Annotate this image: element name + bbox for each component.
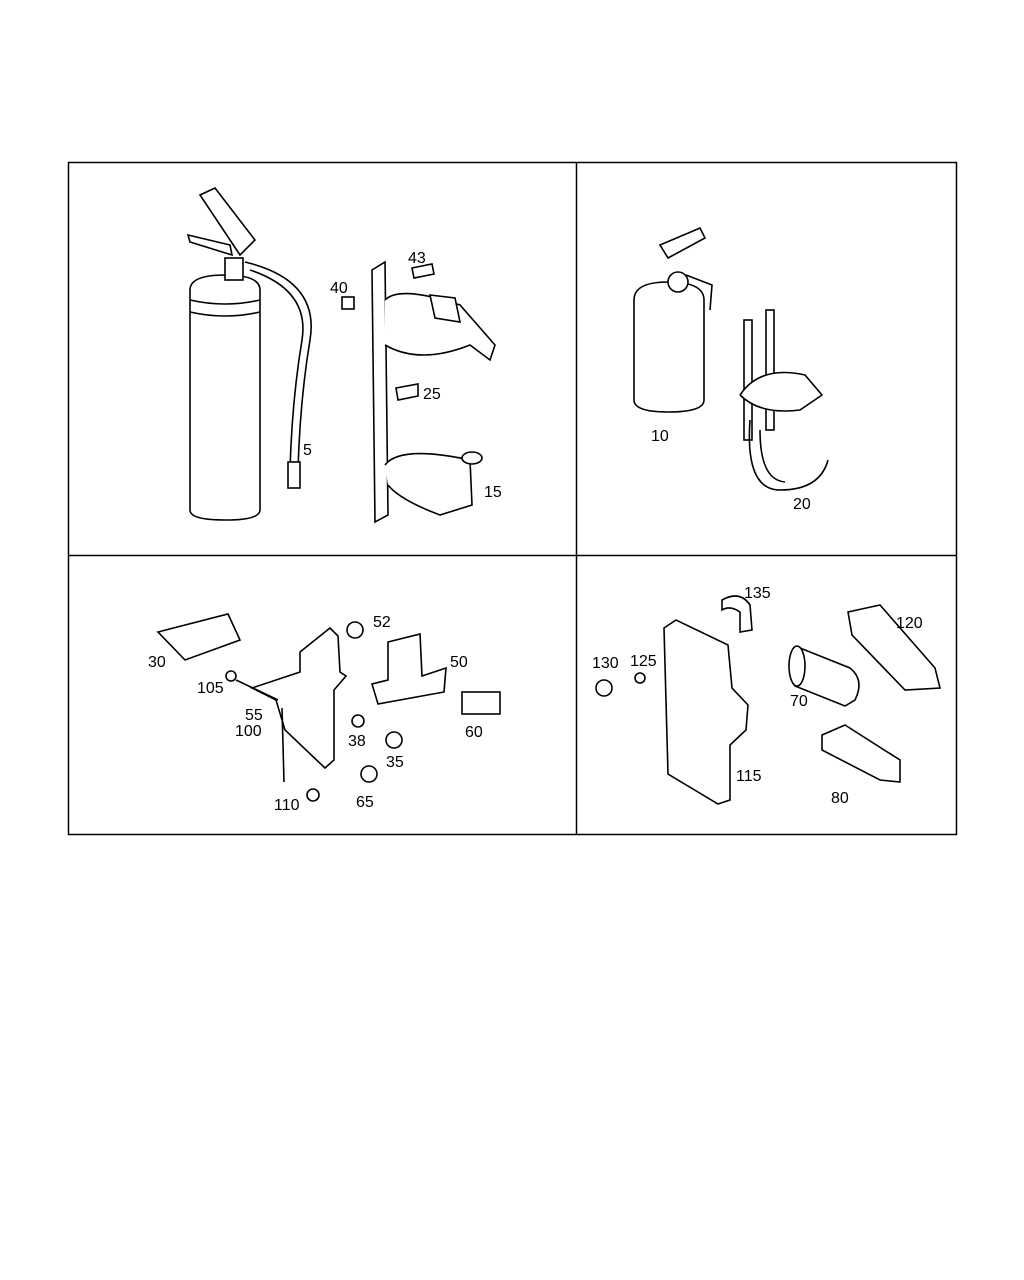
label-135: 135: [744, 585, 771, 602]
label-20: 20: [793, 496, 811, 513]
label-60: 60: [465, 724, 483, 741]
label-43: 43: [408, 250, 426, 267]
washer-125: [634, 672, 646, 684]
label-30: 30: [148, 654, 166, 671]
label-10: 10: [651, 428, 669, 445]
screw-130: [595, 679, 613, 697]
screw-110: [306, 788, 320, 802]
bracket-15: [371, 260, 496, 524]
label-40: 40: [330, 280, 348, 297]
cover-120: [847, 604, 942, 691]
panel-extinguisher-small: [633, 226, 829, 491]
label-15: 15: [484, 484, 502, 501]
screw-40: [341, 296, 355, 310]
label-52: 52: [373, 614, 391, 631]
panel-extinguisher-large: [186, 187, 496, 524]
callout-labels: 43 40 25 5 15 10 20 52 30 50 105 55 100 …: [148, 250, 923, 814]
panel-extinguisher-holder: [595, 595, 942, 805]
label-5: 5: [303, 442, 312, 459]
cover-80: [821, 724, 901, 783]
diagram-frame: [67, 161, 958, 836]
label-115: 115: [736, 768, 762, 785]
extinguisher-10: [633, 226, 713, 413]
label-65: 65: [356, 794, 374, 811]
label-70: 70: [790, 693, 808, 710]
label-55: 55: [245, 707, 263, 724]
plate-60: [461, 691, 501, 715]
label-120: 120: [896, 615, 923, 632]
label-80: 80: [831, 790, 849, 807]
label-110: 110: [274, 797, 300, 814]
extinguisher-5: [186, 187, 312, 521]
screw-52: [346, 621, 364, 639]
label-100: 100: [235, 723, 262, 740]
plate-30: [156, 613, 242, 661]
extinguisher-70: [794, 646, 860, 707]
label-125: 125: [630, 653, 657, 670]
clip-135: [721, 595, 753, 633]
screw-35: [385, 731, 403, 749]
label-105: 105: [197, 680, 224, 697]
rivet-105: [225, 670, 237, 682]
label-35: 35: [386, 754, 404, 771]
label-38: 38: [348, 733, 366, 750]
screw-65: [360, 765, 378, 783]
label-25: 25: [423, 386, 441, 403]
screw-25: [395, 383, 419, 401]
bracket-115: [663, 619, 749, 805]
bracket-50: [370, 632, 447, 705]
panel-bracket-mounting: [156, 613, 501, 802]
label-50: 50: [450, 654, 468, 671]
label-130: 130: [592, 655, 619, 672]
washer-38: [351, 714, 365, 728]
bracket-20: [739, 309, 829, 491]
screw-43: [411, 263, 435, 279]
bracket-55: [249, 626, 348, 770]
